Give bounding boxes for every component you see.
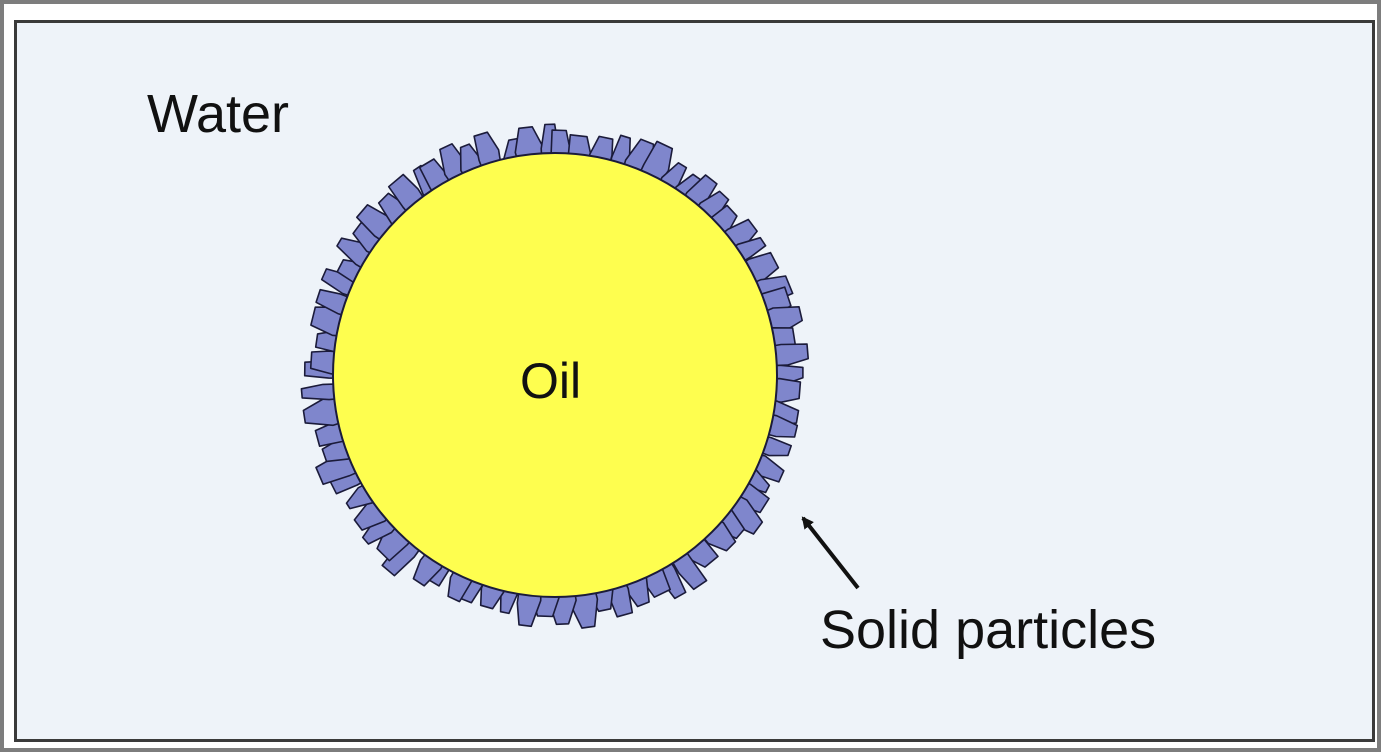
oil-label: Oil [520, 353, 581, 409]
pointer-arrow [803, 518, 858, 588]
solid-particles-label: Solid particles [820, 600, 1156, 660]
water-label: Water [147, 84, 289, 144]
